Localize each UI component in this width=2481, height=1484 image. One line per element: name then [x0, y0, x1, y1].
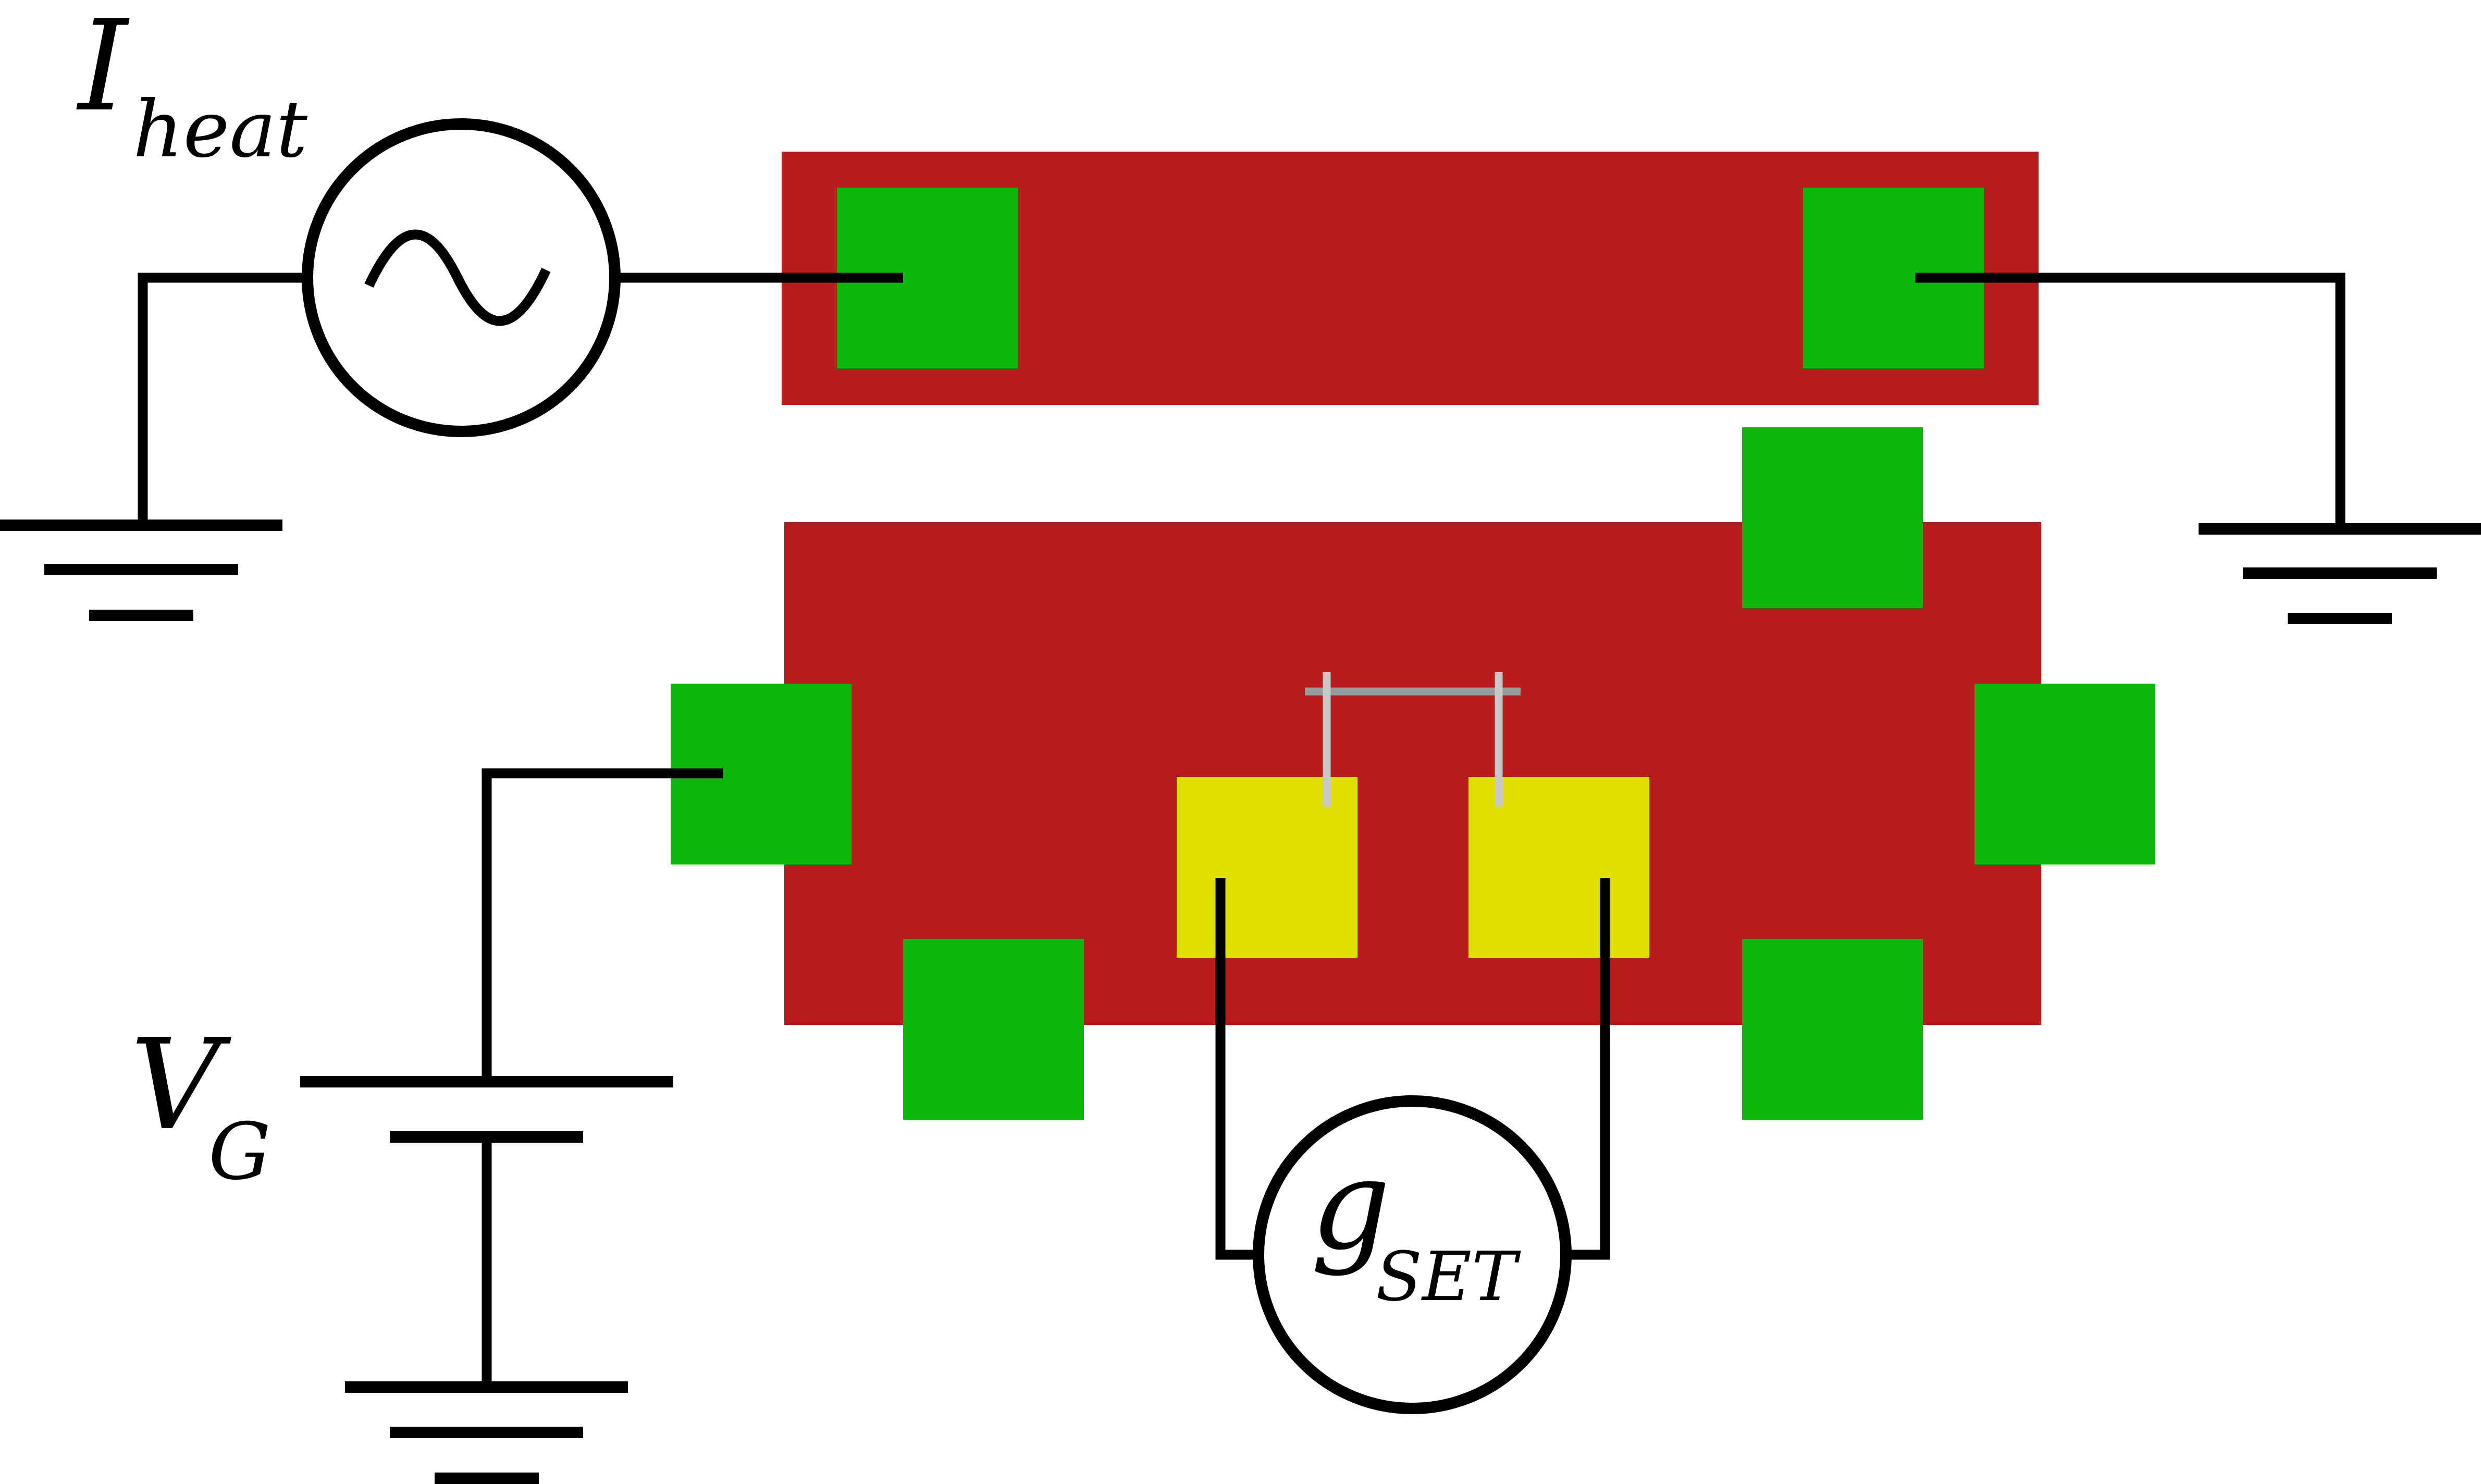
battery-icon — [300, 1076, 673, 1143]
heater-wire-right — [1915, 273, 2346, 525]
ground-icon — [0, 520, 282, 621]
heater-wire-left — [138, 273, 305, 520]
heat-current-subscript: heat — [133, 84, 308, 175]
gate-voltage-subscript: G — [208, 1107, 271, 1197]
island-pad-right — [1468, 777, 1649, 958]
island-pads — [1177, 777, 1649, 958]
heater-circuit — [138, 273, 2346, 525]
island-pad-left — [1177, 777, 1357, 958]
set-conductance-subscript: SET — [1376, 1237, 1521, 1316]
readout-wire-left — [1215, 878, 1261, 1260]
heat-current-symbol: I — [76, 0, 130, 139]
ground-icon — [345, 1381, 628, 1484]
gate-circuit — [482, 768, 723, 1387]
sample-pad-bottom-right — [1742, 939, 1923, 1120]
meter-icon — [1253, 1095, 1572, 1414]
set-readout-circuit — [1215, 878, 1610, 1260]
contact-pads — [671, 188, 2155, 1120]
gate-wire — [482, 768, 723, 1082]
set-conductance-symbol: g — [1311, 1132, 1391, 1278]
readout-wire-right — [1563, 878, 1610, 1260]
gate-voltage-symbol: V — [130, 1012, 231, 1158]
sample-pad-right — [1974, 684, 2155, 864]
ground-icon — [2199, 523, 2481, 624]
gate-voltage-label: V G — [130, 1012, 271, 1197]
sample-pad-bottom-left — [903, 939, 1084, 1120]
set-conductance-label: g SET — [1311, 1132, 1521, 1316]
set-junction — [1305, 672, 1521, 807]
heat-current-label: I heat — [76, 0, 308, 175]
sample-pad-top-right — [1742, 427, 1923, 608]
ac-source-icon — [302, 118, 621, 437]
